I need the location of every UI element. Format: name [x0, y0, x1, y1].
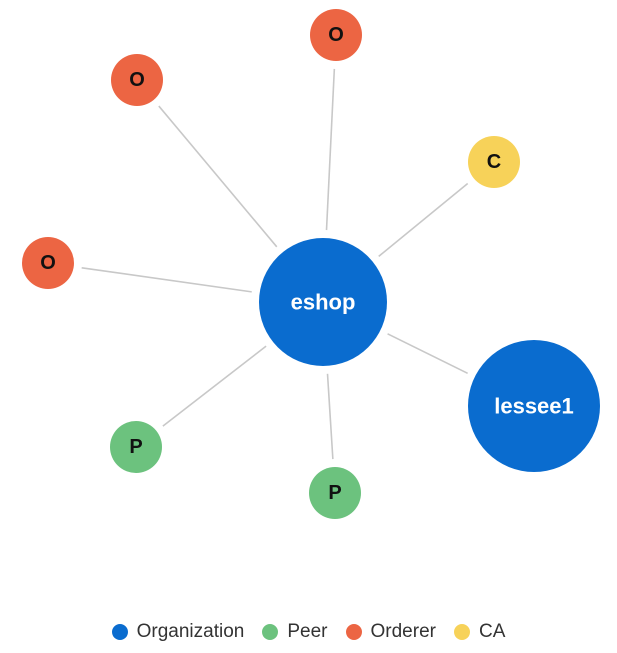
peer-dot-icon [262, 624, 279, 640]
graph-edges [81, 68, 469, 460]
node-eshop[interactable]: eshop [259, 238, 387, 366]
legend-item-ca[interactable]: CA [453, 621, 506, 643]
orderer-node-circle[interactable] [111, 54, 163, 106]
node-ca-1[interactable]: C [468, 136, 520, 188]
peer-node-circle[interactable] [309, 467, 361, 519]
peer-node-circle[interactable] [110, 421, 162, 473]
ca-node-circle[interactable] [468, 136, 520, 188]
node-label-eshop: eshop [291, 290, 356, 315]
node-label-lessee1: lessee1 [494, 394, 574, 419]
edge-eshop-lessee1 [387, 333, 468, 375]
edge-eshop-orderer-3 [81, 266, 252, 293]
edge-eshop-orderer-2 [158, 105, 278, 248]
node-label-ca-1: C [487, 151, 501, 173]
node-orderer-2[interactable]: O [111, 54, 163, 106]
legend-item-organization[interactable]: Organization [111, 621, 245, 643]
orderer-node-circle[interactable] [22, 237, 74, 289]
edge-eshop-peer-1 [162, 345, 267, 427]
ca-dot-icon [453, 624, 470, 640]
node-peer-2[interactable]: P [309, 467, 361, 519]
network-graph: eshop lessee1 O O O C P P [22, 9, 600, 519]
legend-item-orderer[interactable]: Orderer [345, 621, 436, 643]
edge-eshop-orderer-1 [325, 68, 336, 231]
orderer-dot-icon [345, 624, 362, 640]
node-peer-1[interactable]: P [110, 421, 162, 473]
node-orderer-3[interactable]: O [22, 237, 74, 289]
legend-item-peer[interactable]: Peer [262, 621, 328, 643]
node-label-orderer-2: O [129, 69, 145, 91]
organization-node-circle[interactable] [259, 238, 387, 366]
edge-eshop-peer-2 [326, 373, 334, 460]
node-label-orderer-3: O [40, 252, 56, 274]
node-label-peer-2: P [328, 482, 341, 504]
legend-label-ca: CA [478, 621, 506, 642]
node-label-peer-1: P [129, 436, 142, 458]
organization-node-circle[interactable] [468, 340, 600, 472]
legend-label-organization: Organization [136, 621, 245, 642]
orderer-node-circle[interactable] [310, 9, 362, 61]
legend-label-orderer: Orderer [370, 621, 436, 642]
legend-label-peer: Peer [287, 621, 328, 642]
organization-dot-icon [111, 624, 128, 640]
graph-nodes: eshop lessee1 O O O C P P [22, 9, 600, 519]
node-lessee1[interactable]: lessee1 [468, 340, 600, 472]
edge-eshop-ca-1 [378, 182, 469, 258]
node-orderer-1[interactable]: O [310, 9, 362, 61]
node-label-orderer-1: O [328, 24, 344, 46]
legend: Organization Peer Orderer CA [0, 618, 617, 646]
